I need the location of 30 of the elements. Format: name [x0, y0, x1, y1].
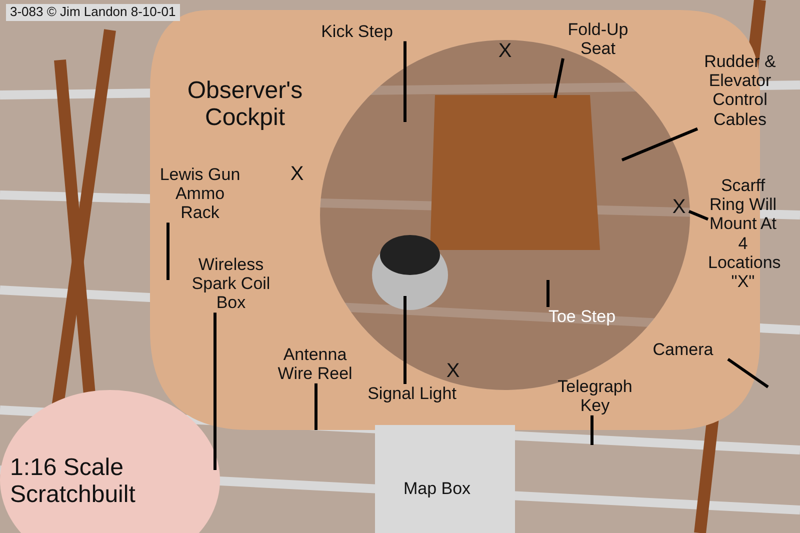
leader-line: [404, 41, 406, 122]
part-label: Toe Step: [537, 307, 627, 326]
leader-line: [688, 210, 709, 221]
model-caption: 1:16 Scale Scratchbuilt: [10, 454, 136, 508]
part-label: Kick Step: [297, 22, 417, 42]
copyright-note: 3-083 © Jim Landon 8-10-01: [6, 4, 180, 21]
part-label: Map Box: [402, 479, 472, 498]
leader-line: [727, 358, 769, 388]
cockpit-title: Observer's Cockpit: [186, 77, 304, 132]
leader-line: [314, 383, 318, 430]
leader-line: [590, 415, 594, 445]
mount-mark: X: [669, 196, 689, 219]
leader-line: [621, 127, 698, 162]
leader-line: [404, 296, 406, 384]
mount-mark: X: [497, 40, 513, 63]
leader-line: [554, 58, 564, 98]
leader-line: [546, 280, 550, 307]
part-label: Rudder & Elevator Control Cables: [698, 52, 782, 129]
mount-mark: X: [289, 163, 305, 186]
part-label: Telegraph Key: [545, 377, 645, 416]
part-label: Camera: [638, 340, 728, 360]
part-label: Antenna Wire Reel: [270, 345, 360, 384]
part-label: Lewis Gun Ammo Rack: [155, 165, 245, 223]
part-label: Wireless Spark Coil Box: [186, 255, 276, 313]
part-label: Fold-Up Seat: [563, 20, 633, 58]
mount-mark: X: [445, 360, 461, 383]
part-label: Scarff Ring Will Mount At 4 Locations "X": [708, 176, 778, 292]
leader-line: [214, 312, 216, 470]
part-label: Signal Light: [357, 384, 467, 404]
leader-line: [166, 222, 170, 280]
